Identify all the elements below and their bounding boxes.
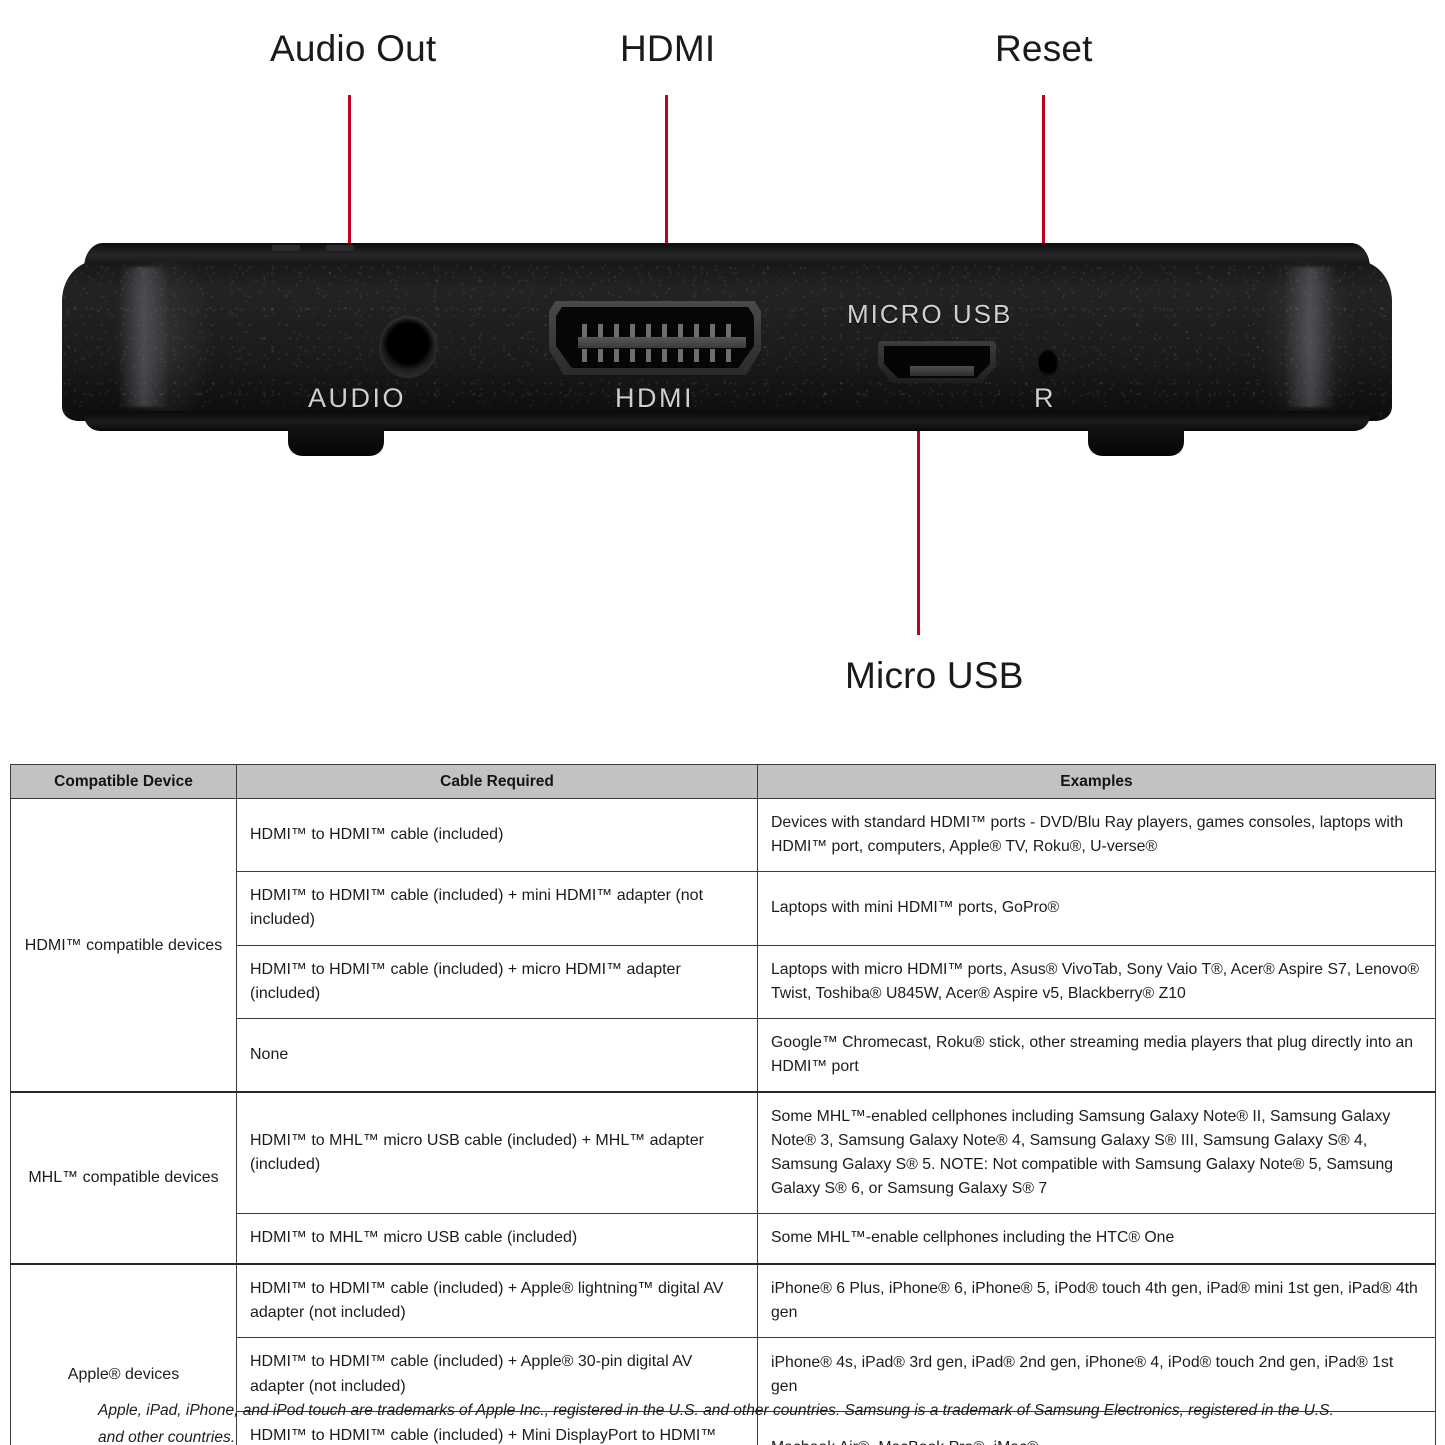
hdmi-pins-upper <box>582 324 742 337</box>
callout-label-hdmi: HDMI <box>620 28 716 69</box>
cable-required-cell: HDMI™ to MHL™ micro USB cable (included)… <box>236 1091 758 1215</box>
examples-cell: Devices with standard HDMI™ ports - DVD/… <box>757 798 1436 872</box>
device-vent-slot <box>326 245 354 251</box>
compatibility-table: Compatible Device Cable Required Example… <box>10 764 1436 1445</box>
examples-cell: iPhone® 6 Plus, iPhone® 6, iPhone® 5, iP… <box>757 1262 1436 1339</box>
table-header: Compatible Device Cable Required Example… <box>10 764 1436 799</box>
callout-leader-line-micro-usb <box>917 362 920 635</box>
hdmi-port-label: HDMI <box>615 383 694 413</box>
examples-cell: Macbook Air®, MacBook Pro®, iMac® <box>757 1410 1436 1445</box>
cable-required-cell: HDMI™ to HDMI™ cable (included) + micro … <box>236 944 758 1020</box>
table-row: HDMI™ to HDMI™ cable (included) + micro … <box>11 944 1436 1020</box>
device-group-cell: HDMI™ compatible devices <box>10 798 237 1093</box>
device-group-cell: Apple® devices <box>10 1262 237 1445</box>
audio-out-port <box>379 316 437 378</box>
device-front-face: AUDIO HDMI MICRO USB R <box>62 261 1392 421</box>
callout-leader-line-reset <box>1042 95 1045 317</box>
column-header-cable-required: Cable Required <box>236 764 758 799</box>
examples-cell: Laptops with micro HDMI™ ports, Asus® Vi… <box>757 944 1436 1020</box>
micro-usb-port-label: MICRO USB <box>847 299 1013 329</box>
examples-cell: Some MHL™-enable cellphones including th… <box>757 1213 1436 1265</box>
callout-leader-line-hdmi <box>665 95 668 332</box>
device-highlight-right <box>1284 267 1336 407</box>
cable-required-cell: HDMI™ to HDMI™ cable (included) + Mini D… <box>236 1410 758 1445</box>
trademark-footnote: Apple, iPad, iPhone, and iPod touch are … <box>98 1402 1334 1445</box>
hdmi-pins-lower <box>582 349 742 362</box>
hdmi-port-cavity <box>556 307 754 368</box>
cable-required-cell: HDMI™ to HDMI™ cable (included) <box>236 798 758 872</box>
micro-usb-tongue <box>910 366 974 376</box>
micro-usb-port <box>878 341 996 383</box>
reset-port-label: R <box>1034 383 1056 413</box>
column-header-examples: Examples <box>757 764 1436 799</box>
column-header-compatible-device: Compatible Device <box>10 764 237 799</box>
device-highlight-left <box>118 267 170 407</box>
callout-label-micro-usb: Micro USB <box>845 655 1024 696</box>
device-vent-slot <box>272 245 300 251</box>
examples-cell: iPhone® 4s, iPad® 3rd gen, iPad® 2nd gen… <box>757 1337 1436 1412</box>
hdmi-tongue <box>578 337 746 348</box>
device-foot-left <box>288 426 384 456</box>
hdmi-port <box>549 301 761 375</box>
cable-required-cell: HDMI™ to HDMI™ cable (included) + mini H… <box>236 871 758 946</box>
examples-cell: Laptops with mini HDMI™ ports, GoPro® <box>757 871 1436 946</box>
cable-required-cell: HDMI™ to MHL™ micro USB cable (included) <box>236 1213 758 1265</box>
micro-usb-cavity <box>884 346 990 378</box>
cable-required-cell: None <box>236 1018 758 1093</box>
audio-port-label: AUDIO <box>308 383 407 413</box>
device-rear-panel-image: AUDIO HDMI MICRO USB R <box>58 243 1394 465</box>
callout-label-reset: Reset <box>995 28 1093 69</box>
examples-cell: Some MHL™-enabled cellphones including S… <box>757 1091 1436 1215</box>
examples-cell: Google™ Chromecast, Roku® stick, other s… <box>757 1018 1436 1093</box>
cable-required-cell: HDMI™ to HDMI™ cable (included) + Apple®… <box>236 1262 758 1339</box>
device-base <box>84 411 1370 431</box>
table-row: HDMI™ to HDMI™ cable (included) + Mini D… <box>11 1410 1436 1445</box>
table-row: HDMI™ to MHL™ micro USB cable (included)… <box>11 1213 1436 1265</box>
callout-leader-line-audio-out <box>348 95 351 330</box>
table-header-row: Compatible Device Cable Required Example… <box>10 764 1436 799</box>
device-foot-right <box>1088 426 1184 456</box>
reset-pinhole <box>1038 349 1058 377</box>
device-group-cell: MHL™ compatible devices <box>10 1091 237 1265</box>
callout-label-audio-out: Audio Out <box>270 28 437 69</box>
